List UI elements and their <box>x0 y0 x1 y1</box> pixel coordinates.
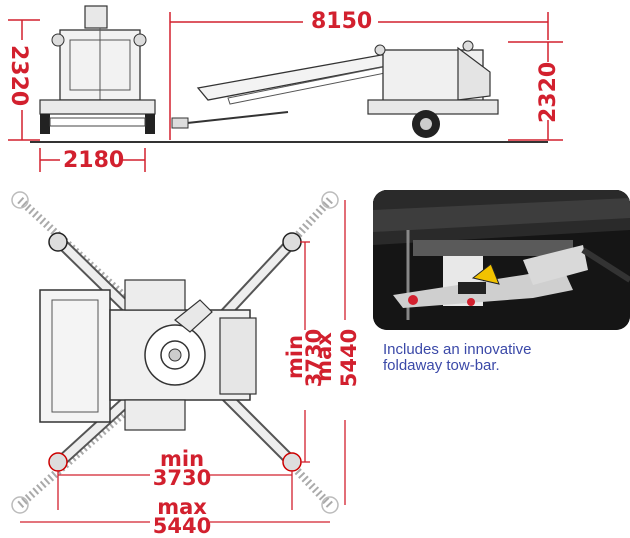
top-min-value: 3730 <box>152 466 212 490</box>
tow-bar-caption-line2: foldaway tow-bar. <box>383 357 500 374</box>
tow-bar-photo <box>373 190 630 330</box>
side-length-dimension: 8150 <box>311 9 373 34</box>
top-max-value: 5440 <box>152 514 212 538</box>
vert-max-value: 5440 <box>337 328 361 388</box>
tow-bar-image <box>373 190 630 330</box>
top-max-label: max <box>157 495 207 519</box>
vert-max-label: max <box>312 332 336 382</box>
side-view-drawing <box>168 12 563 143</box>
front-height-dimension: 2320 <box>6 45 31 107</box>
front-width-dimension: 2180 <box>63 148 125 173</box>
top-view-drawing <box>11 191 346 523</box>
top-min-label: min <box>159 447 205 471</box>
tow-bar-caption-line1: Includes an innovative <box>383 341 532 358</box>
side-height-dimension: 2320 <box>536 61 561 123</box>
front-view-drawing <box>8 5 168 172</box>
